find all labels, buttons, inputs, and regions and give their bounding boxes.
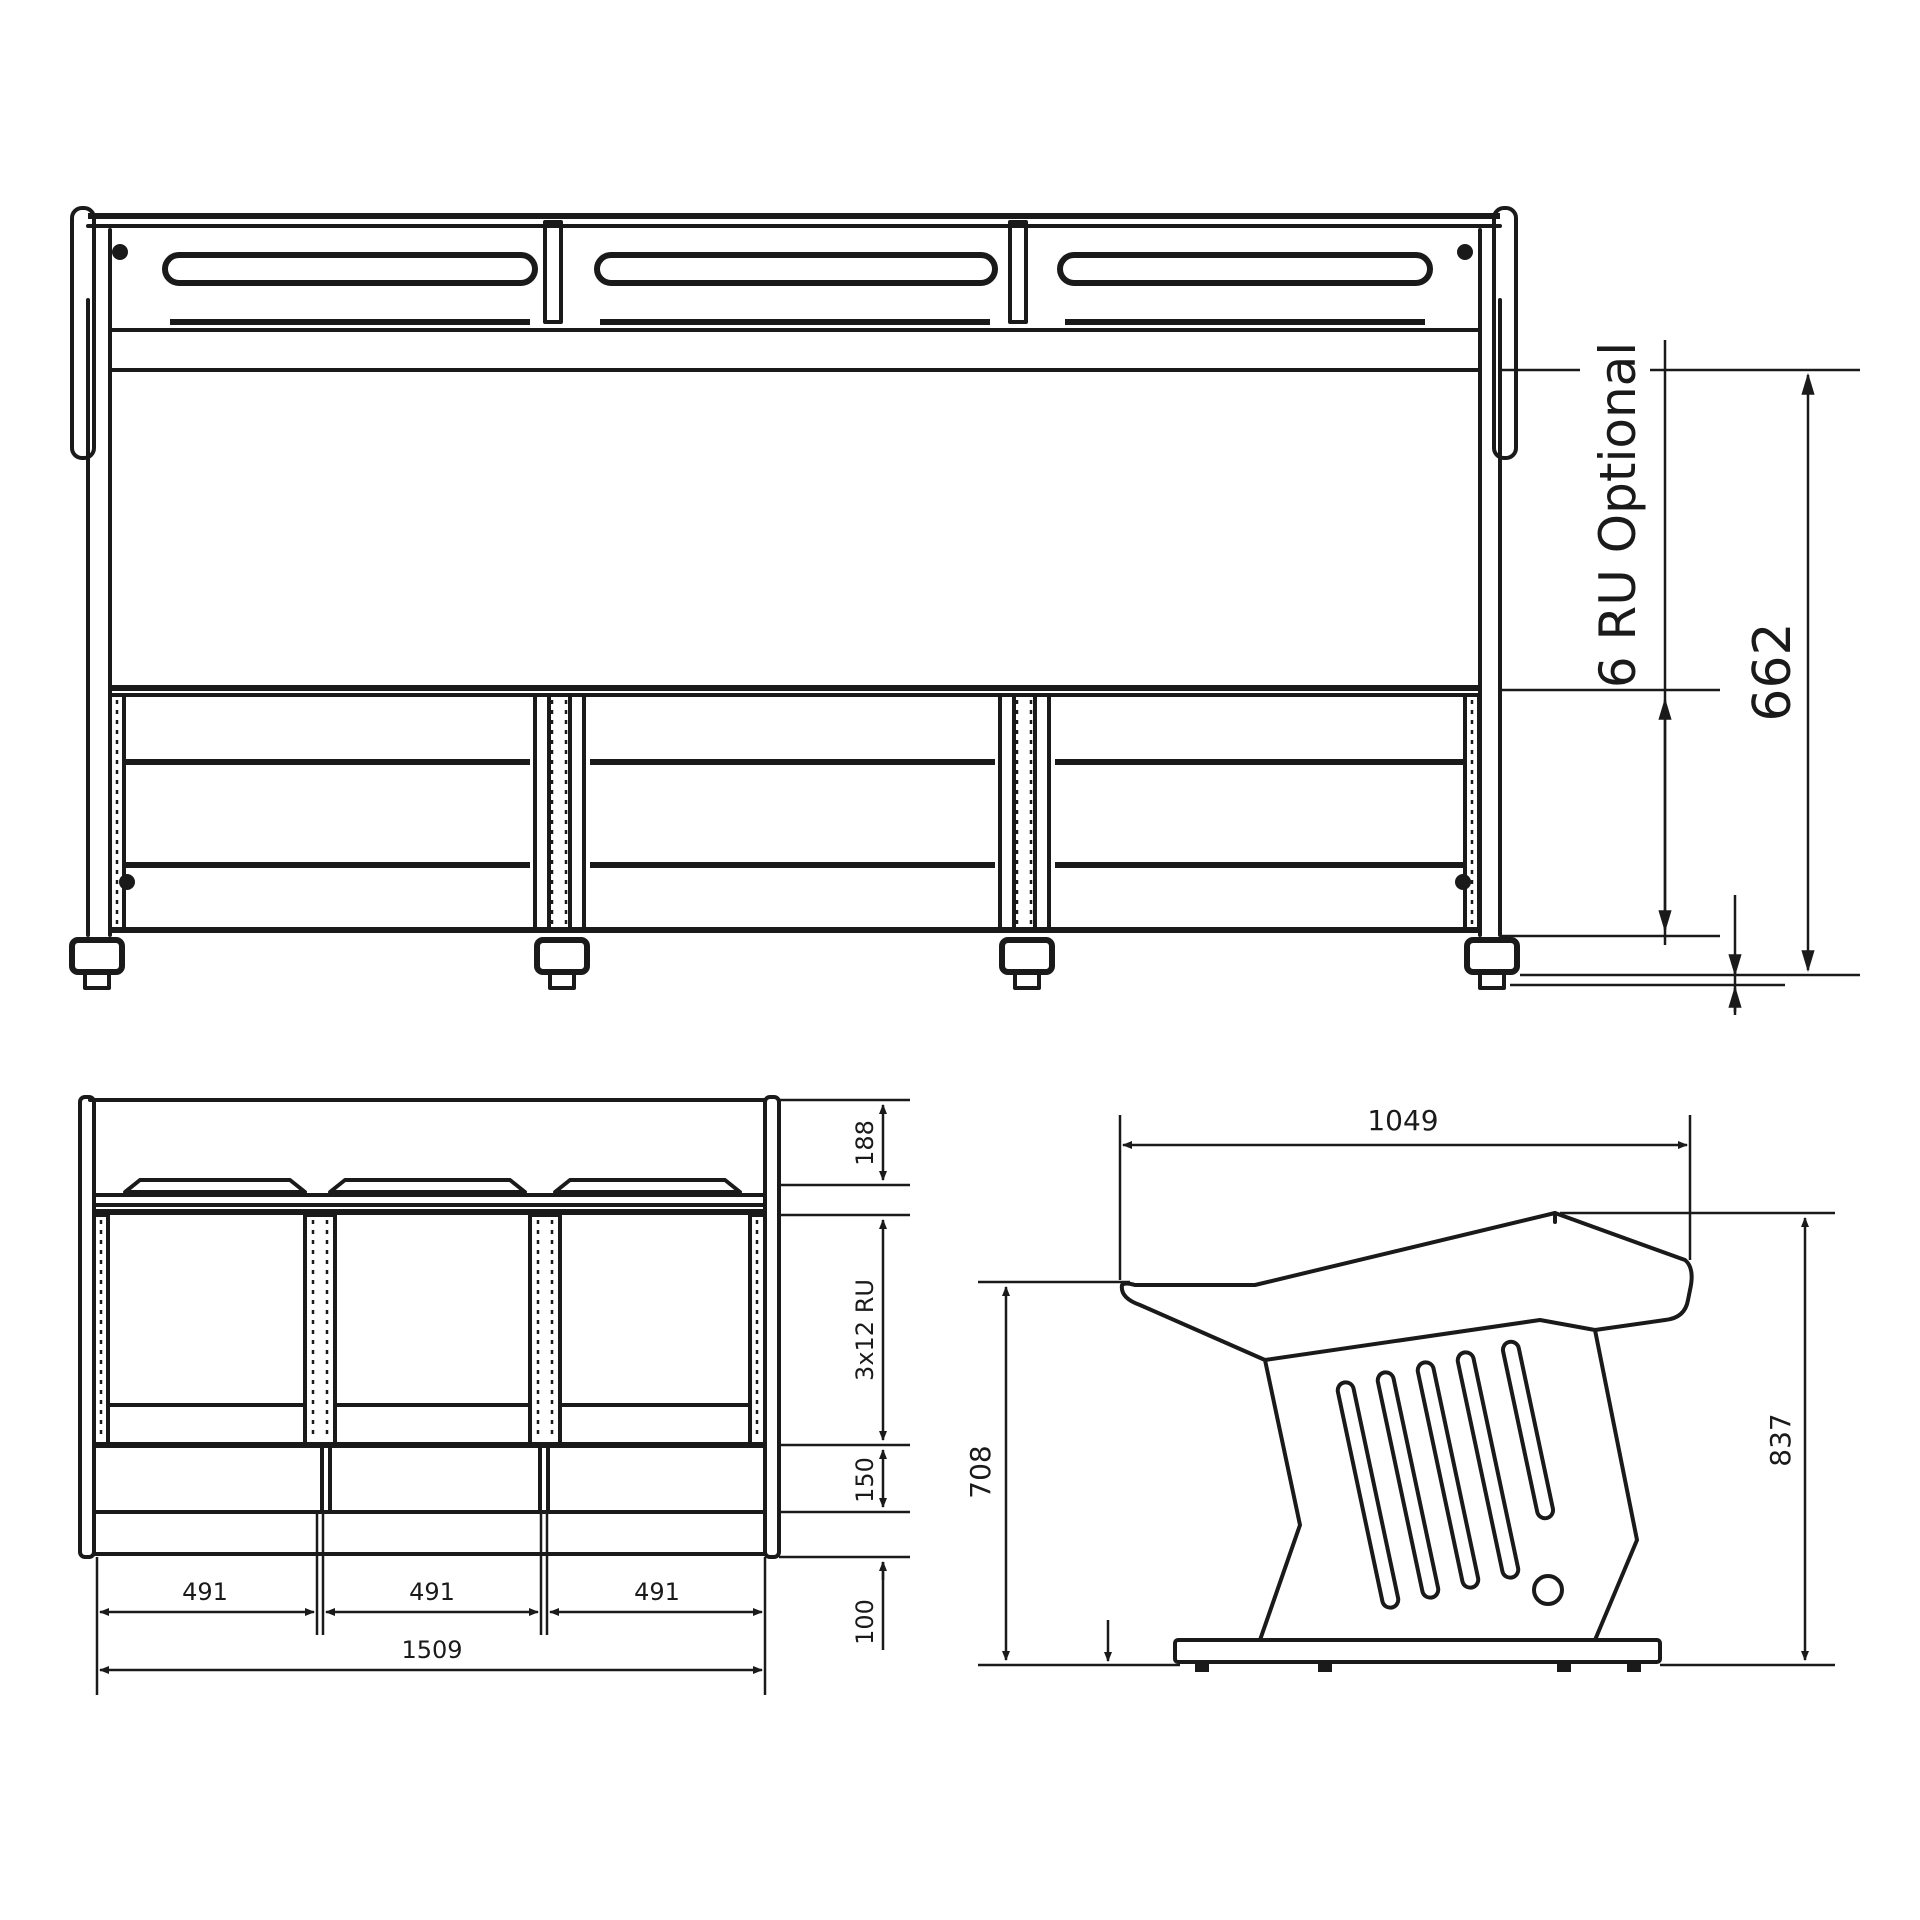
label-bay-3: 491 [634, 1578, 680, 1606]
vent-slots [1335, 1339, 1564, 1610]
front-feet [69, 937, 1520, 990]
plan-dimensions-vertical: 188 3x12 RU 150 100 [779, 1098, 910, 1650]
rack-rails [108, 693, 1481, 932]
front-view: 6 RU Optional 662 [69, 206, 1860, 1015]
label-837: 837 [1764, 1413, 1797, 1466]
right-end-cap [1492, 206, 1518, 460]
grommet-icon [1532, 1574, 1564, 1606]
label-3x12ru: 3x12 RU [851, 1279, 879, 1381]
label-100: 100 [851, 1599, 879, 1645]
dimension-1049: 1049 [1118, 1104, 1692, 1280]
dimension-662: 662 [1520, 368, 1860, 977]
plan-dimensions-horizontal: 491 491 491 1509 [95, 1512, 767, 1695]
label-662: 662 [1743, 622, 1803, 721]
dimension-foot [1510, 895, 1785, 1015]
label-150: 150 [851, 1457, 879, 1503]
dimension-837: 837 [1560, 1211, 1835, 1667]
dimension-708: 708 [964, 1280, 1180, 1667]
rack-shelves [110, 759, 1480, 933]
side-feet [1195, 1662, 1641, 1672]
left-end-cap [70, 206, 96, 460]
side-base-plate [1173, 1638, 1662, 1664]
label-708: 708 [964, 1445, 997, 1498]
label-total-width: 1509 [401, 1636, 462, 1664]
label-bay-1: 491 [182, 1578, 228, 1606]
label-1049: 1049 [1367, 1104, 1438, 1137]
bridge-slots [112, 244, 1473, 325]
dimension-6ru: 6 RU Optional [1500, 340, 1720, 945]
side-view: 1049 708 837 [964, 1104, 1835, 1672]
desk-surface [108, 328, 1482, 372]
side-desk-top [1119, 1211, 1694, 1362]
plan-rack-posts [92, 1213, 767, 1447]
label-6ru-optional: 6 RU Optional [1589, 342, 1647, 688]
label-bay-2: 491 [409, 1578, 455, 1606]
label-188: 188 [851, 1120, 879, 1166]
plan-view: 188 3x12 RU 150 100 491 491 491 1509 [78, 1095, 910, 1695]
side-pedestal [1258, 1328, 1639, 1642]
